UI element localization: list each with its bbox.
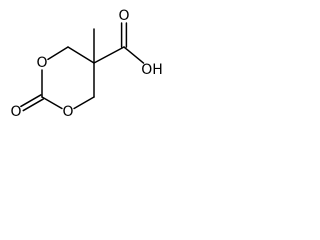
single-bond xyxy=(67,46,95,64)
oxygen-label: O xyxy=(118,8,129,24)
structure-diagram: O O O O OH xyxy=(10,8,162,120)
oxygen-label: O xyxy=(36,55,47,71)
single-bond xyxy=(41,96,63,110)
hydroxyl-label: OH xyxy=(141,62,163,78)
double-bond-line-a xyxy=(20,94,42,108)
oxygen-label: O xyxy=(10,104,21,120)
oxygen-label: O xyxy=(62,104,73,120)
double-bond-line-b xyxy=(22,98,44,112)
atom-labels-layer: O O O O OH xyxy=(10,8,162,120)
single-bond xyxy=(47,46,69,61)
bonds-layer xyxy=(20,22,145,112)
single-bond xyxy=(73,96,95,110)
single-bond xyxy=(93,46,125,64)
single-bond xyxy=(123,46,145,64)
